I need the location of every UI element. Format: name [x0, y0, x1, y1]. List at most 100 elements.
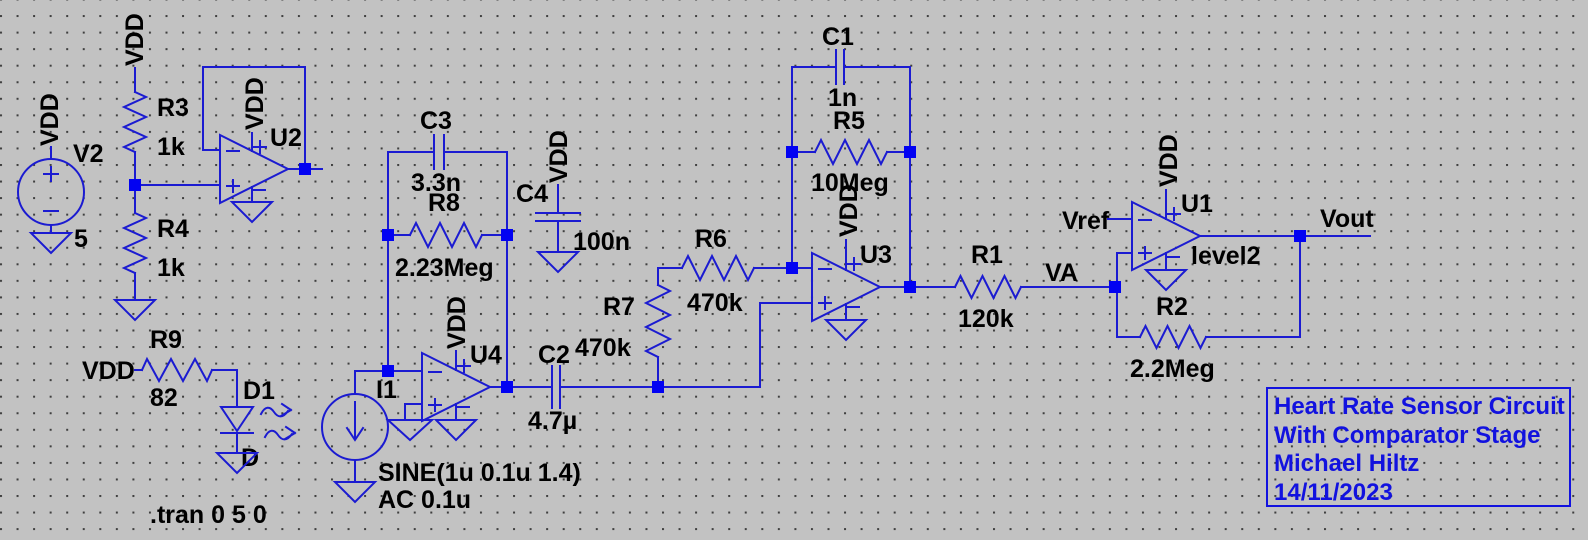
capacitor-C4[interactable]: VDD C4 100n	[516, 130, 630, 256]
wire[interactable]	[879, 189, 1371, 338]
u2-ref-label[interactable]: U2	[270, 124, 302, 152]
i1-sine-spec[interactable]: SINE(1u 0.1u 1.4)	[378, 459, 581, 487]
opamp-U1[interactable]: VDD U1 level2	[1131, 134, 1261, 272]
u4-power-net-label[interactable]: VDD	[443, 296, 471, 349]
resistor-R9[interactable]: VDD R9 82	[82, 326, 214, 412]
opamp-U3[interactable]: VDD U3	[811, 184, 892, 323]
r4-ref-label[interactable]: R4	[157, 215, 189, 243]
vout-net-label[interactable]: Vout	[1320, 205, 1374, 233]
ground-symbol[interactable]	[229, 201, 275, 224]
r9-value-label[interactable]: 82	[150, 384, 178, 412]
junction-dot	[904, 146, 916, 158]
resistor-R7[interactable]: R7 470k	[575, 283, 673, 362]
wire[interactable]	[354, 66, 911, 483]
junction-dot	[382, 229, 394, 241]
v2-value-label[interactable]: 5	[74, 225, 88, 253]
v2-ref-label[interactable]: V2	[73, 140, 104, 168]
i1-ref-label[interactable]: I1	[376, 376, 397, 404]
r8-ref-label[interactable]: R8	[428, 189, 460, 217]
c4-value-label[interactable]: 100n	[573, 228, 630, 256]
u2-power-net-label[interactable]: VDD	[241, 77, 269, 130]
resistor-R4[interactable]: R4 1k	[121, 211, 189, 282]
r5-value-label[interactable]: 10Meg	[811, 169, 889, 197]
resistor-R1[interactable]: R1 120k	[953, 241, 1023, 333]
comment-line-4[interactable]: 14/11/2023	[1274, 479, 1393, 506]
c2-value-label[interactable]: 4.7µ	[528, 407, 577, 435]
u3-ref-label[interactable]: U3	[860, 241, 892, 269]
u3-power-net-label[interactable]: VDD	[835, 184, 863, 237]
comment-line-2[interactable]: With Comparator Stage	[1274, 422, 1540, 449]
va-net-label[interactable]: VA	[1045, 259, 1078, 287]
r1-ref-label[interactable]: R1	[971, 241, 1003, 269]
title-comment-block[interactable]: Heart Rate Sensor Circuit With Comparato…	[1266, 387, 1571, 507]
resistor-R6[interactable]: R6 470k	[680, 225, 756, 317]
ground-symbol[interactable]	[1143, 269, 1189, 292]
ground-symbol[interactable]	[112, 299, 158, 322]
r2-ref-label[interactable]: R2	[1156, 293, 1188, 321]
c3-value-label[interactable]: 3.3n	[411, 169, 461, 197]
r7-ref-label[interactable]: R7	[603, 293, 635, 321]
junction-dot	[501, 229, 513, 241]
r4-value-label[interactable]: 1k	[157, 254, 185, 282]
ground-symbol[interactable]	[385, 419, 435, 442]
c2-ref-label[interactable]: C2	[538, 341, 570, 369]
vref-net-label[interactable]: Vref	[1062, 207, 1110, 235]
resistor-icon	[813, 137, 889, 167]
diode-icon	[219, 406, 255, 434]
r5-ref-label[interactable]: R5	[833, 107, 865, 135]
ground-symbol[interactable]	[214, 452, 260, 475]
c4-ref-label[interactable]: C4	[516, 180, 548, 208]
v2-power-net-label[interactable]: VDD	[36, 93, 64, 146]
opamp-U4[interactable]: VDD U4	[421, 296, 502, 423]
tran-directive[interactable]: .tran 0 5 0	[150, 501, 267, 529]
c3-ref-label[interactable]: C3	[420, 107, 452, 135]
capacitor-C3[interactable]: C3 3.3n	[411, 107, 461, 197]
resistor-R3[interactable]: VDD R3 1k	[121, 13, 189, 161]
r7-value-label[interactable]: 470k	[575, 334, 631, 362]
u1-power-net-label[interactable]: VDD	[1155, 134, 1183, 187]
r2-value-label[interactable]: 2.2Meg	[1130, 355, 1215, 383]
r6-ref-label[interactable]: R6	[695, 225, 727, 253]
r3-power-net-label[interactable]: VDD	[121, 13, 149, 66]
ground-symbol[interactable]	[823, 319, 869, 342]
junction-dot	[299, 163, 311, 175]
ground-symbol[interactable]	[332, 481, 378, 504]
c1-ref-label[interactable]: C1	[822, 23, 854, 51]
r9-power-net-label[interactable]: VDD	[82, 357, 135, 385]
r3-value-label[interactable]: 1k	[157, 133, 185, 161]
opamp-pin-marks	[1138, 207, 1181, 260]
r3-ref-label[interactable]: R3	[157, 94, 189, 122]
capacitor-C2[interactable]: C2 4.7µ	[528, 341, 577, 435]
opamp-U2[interactable]: VDD U2	[219, 77, 302, 205]
comment-line-1[interactable]: Heart Rate Sensor Circuit	[1274, 393, 1565, 420]
r9-ref-label[interactable]: R9	[150, 326, 182, 354]
resistor-R2[interactable]: R2 2.2Meg	[1130, 293, 1215, 383]
junction-dot	[1294, 230, 1306, 242]
i1-ac-spec[interactable]: AC 0.1u	[378, 486, 471, 514]
comment-line-3[interactable]: Michael Hiltz	[1274, 450, 1419, 477]
plus-minus-marks	[43, 166, 59, 212]
resistor-R8[interactable]: R8 2.23Meg	[395, 189, 494, 282]
junction-dot	[904, 281, 916, 293]
resistor-icon	[408, 220, 484, 250]
r6-value-label[interactable]: 470k	[687, 289, 743, 317]
r1-value-label[interactable]: 120k	[958, 305, 1014, 333]
led-D1[interactable]: D1 D	[219, 377, 297, 472]
c1-value-label[interactable]: 1n	[828, 84, 857, 112]
ground-symbol[interactable]	[433, 419, 479, 442]
current-source-I1[interactable]: I1 SINE(1u 0.1u 1.4) AC 0.1u	[321, 376, 581, 514]
u1-ref-label[interactable]: U1	[1181, 190, 1213, 218]
d1-net-label[interactable]: D	[241, 444, 259, 472]
junction-dot	[786, 146, 798, 158]
d1-ref-label[interactable]: D1	[243, 377, 275, 405]
u1-model-label[interactable]: level2	[1191, 242, 1261, 270]
r8-value-label[interactable]: 2.23Meg	[395, 254, 494, 282]
capacitor-C1[interactable]: C1 1n	[822, 23, 857, 112]
resistor-R5[interactable]: R5 10Meg	[811, 107, 889, 197]
ground-symbol[interactable]	[28, 232, 74, 255]
current-arrow	[345, 401, 365, 442]
voltage-source-V2[interactable]: VDD V2 5	[17, 93, 104, 253]
c4-power-net-label[interactable]: VDD	[545, 130, 573, 183]
u4-ref-label[interactable]: U4	[470, 341, 502, 369]
ground-symbol[interactable]	[535, 251, 581, 274]
